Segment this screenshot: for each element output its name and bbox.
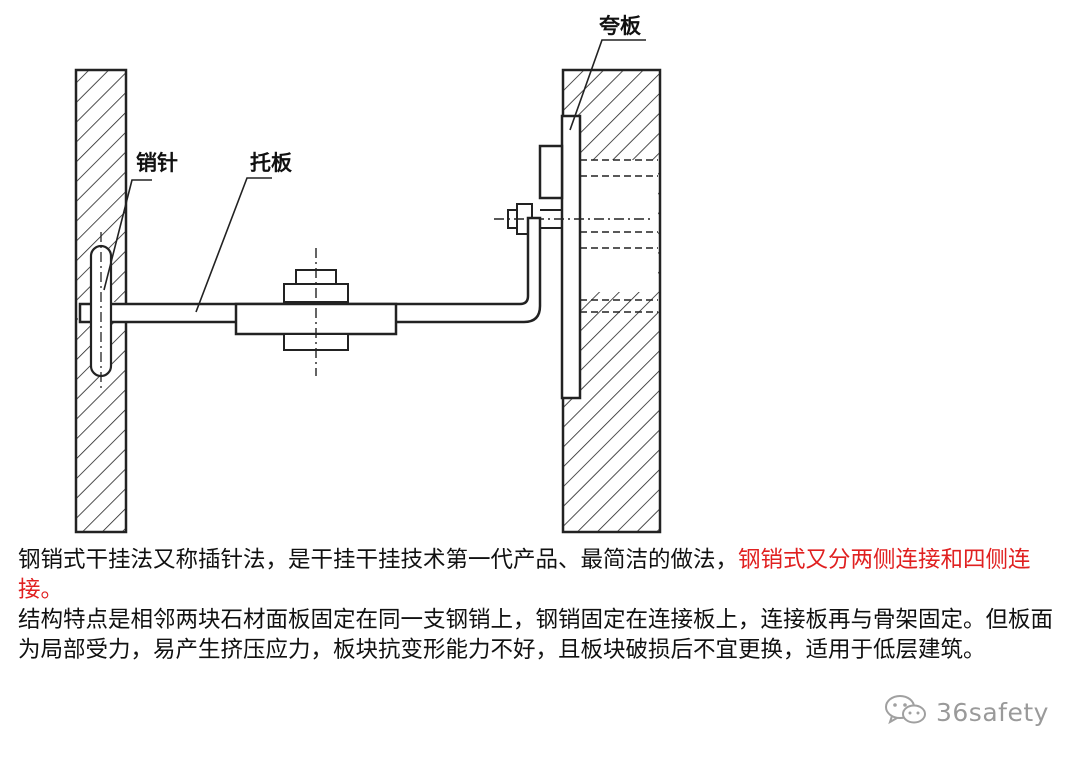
intro-highlight: 钢销式又分两侧连接和四侧连接。 (18, 547, 1031, 603)
label-bracket: 托板 (250, 151, 293, 175)
paragraph-intro: 钢销式干挂法又称插针法，是干挂干挂技术第一代产品、最简洁的做法，钢销式又分两侧连… (18, 545, 1068, 605)
clamp-plate (538, 114, 582, 400)
steel-pin (89, 232, 113, 390)
l-bracket (78, 216, 542, 324)
bracket-bolt (283, 248, 349, 376)
watermark: 36safety (884, 695, 1049, 729)
watermark-text: 36safety (936, 697, 1049, 727)
description-text: 钢销式干挂法又称插针法，是干挂干挂技术第一代产品、最简洁的做法，钢销式又分两侧连… (18, 545, 1068, 665)
wechat-icon (884, 694, 928, 730)
intro-text: 钢销式干挂法又称插针法，是干挂干挂技术第一代产品、最简洁的做法， (18, 547, 739, 573)
label-pin: 销针 (136, 151, 178, 175)
paragraph-features: 结构特点是相邻两块石材面板固定在同一支钢销上，钢销固定在连接板上，连接板再与骨架… (18, 607, 1054, 663)
label-clamp-plate: 夸板 (599, 14, 642, 38)
dry-hanging-diagram: 销针 托板 夸板 (74, 14, 662, 534)
leader-lines (103, 39, 646, 313)
